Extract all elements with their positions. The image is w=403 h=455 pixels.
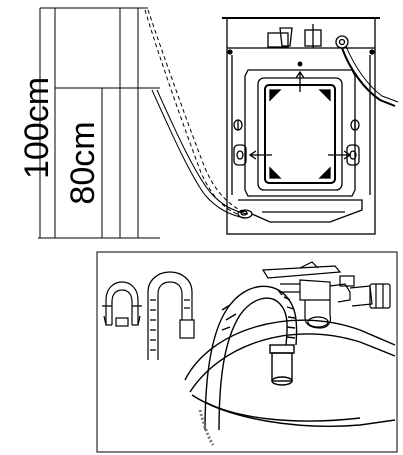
washing-machine-rear-icon <box>222 17 399 235</box>
u-hose-guide-icon <box>102 281 142 327</box>
detail-drain-hose <box>184 285 396 446</box>
water-tap-icon <box>261 261 391 329</box>
drain-hose-icon <box>147 271 195 360</box>
height-100cm-label: 100cm <box>18 77 56 179</box>
height-80cm-label: 80cm <box>64 121 102 204</box>
detail-frame <box>96 251 398 453</box>
drain-hose-path <box>144 9 249 219</box>
height-gauge <box>38 7 160 239</box>
